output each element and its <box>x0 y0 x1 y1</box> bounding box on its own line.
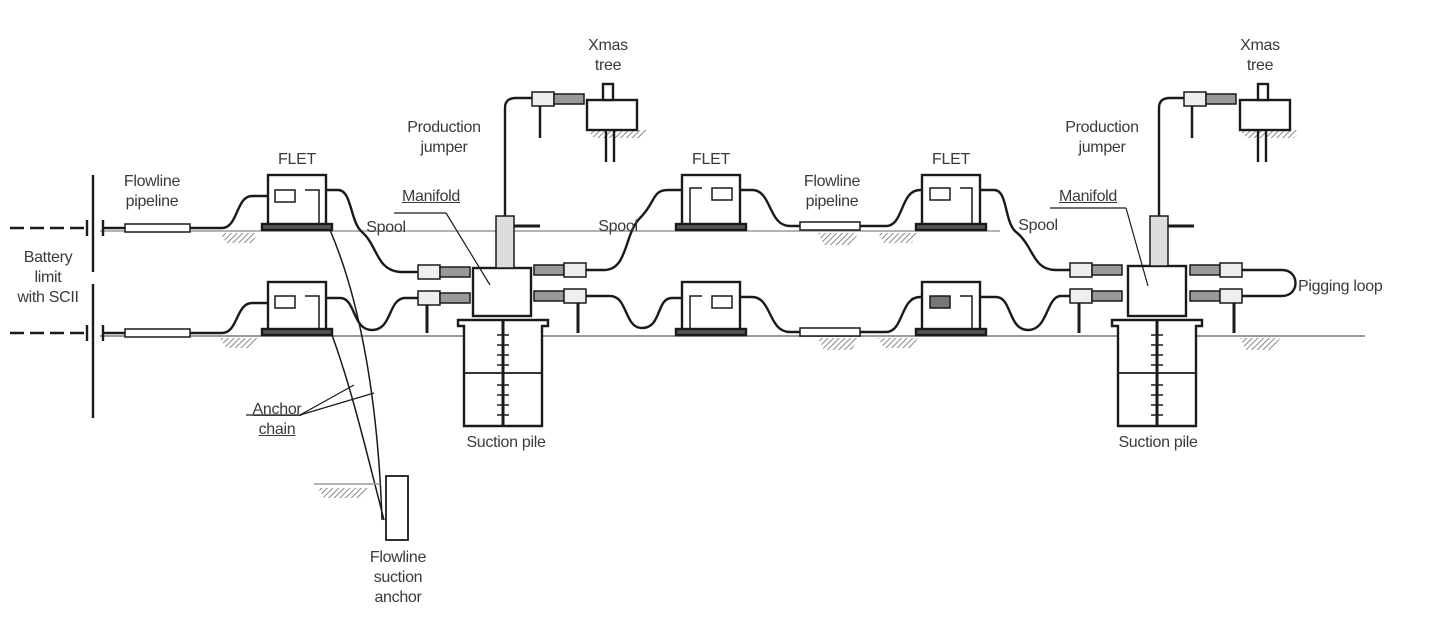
label-flet-1: FLET <box>278 151 316 168</box>
label-flet-3: FLET <box>932 151 970 168</box>
label-pigging-loop: Pigging loop <box>1298 278 1383 295</box>
label-production-jumper-1: Production jumper <box>407 119 481 156</box>
label-manifold-1: Manifold <box>401 188 461 205</box>
label-production-jumper-2: Production jumper <box>1065 119 1139 156</box>
pigging-loop-pipe <box>1242 268 1297 298</box>
label-anchor-chain: Anchor chain <box>252 401 302 438</box>
label-manifold-2: Manifold <box>1058 188 1118 205</box>
label-flowline-pipeline-mid: Flowline pipeline <box>803 173 861 210</box>
label-spool-1: Spool <box>366 219 406 236</box>
label-xmas-tree-2: Xmas tree <box>1240 37 1280 74</box>
manifold-1-box <box>471 266 533 318</box>
label-battery-limit: Battery limit with SCII <box>17 249 79 306</box>
manifold-2-box <box>1126 264 1188 318</box>
label-spool-3: Spool <box>1018 217 1058 234</box>
label-suction-pile-2: Suction pile <box>1118 434 1198 451</box>
label-flowline-suction-anchor: Flowline suction anchor <box>369 549 427 606</box>
label-flowline-pipeline-left: Flowline pipeline <box>123 173 181 210</box>
label-spool-2: Spool <box>598 218 638 235</box>
label-xmas-tree-1: Xmas tree <box>588 37 628 74</box>
label-suction-pile-1: Suction pile <box>466 434 546 451</box>
label-flet-2: FLET <box>692 151 730 168</box>
